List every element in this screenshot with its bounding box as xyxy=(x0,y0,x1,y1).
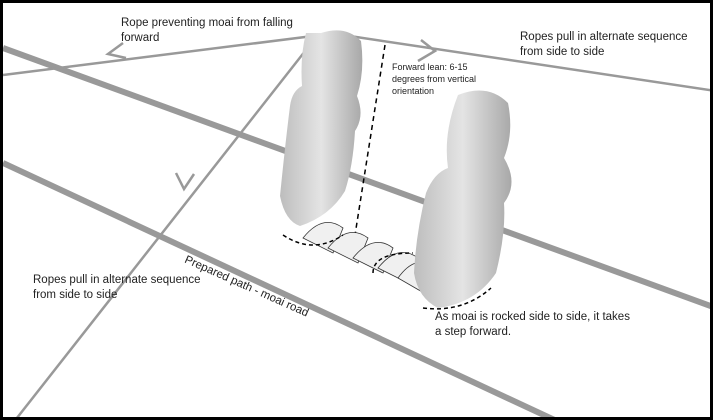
arrow-head-left xyxy=(174,172,196,192)
label-forward-lean: Forward lean: 6-15 degrees from vertical… xyxy=(392,62,477,96)
moai-back xyxy=(280,30,363,227)
arrow-head-back xyxy=(105,41,127,60)
step-dashed-arrow-1 xyxy=(282,234,344,246)
rope-left xyxy=(16,40,314,417)
label-ropes-right: Ropes pull in alternate sequence from si… xyxy=(520,31,688,58)
footprint-arcs xyxy=(302,221,435,294)
label-step-forward: As moai is rocked side to side, it takes… xyxy=(435,311,630,338)
label-rope-forward: Rope preventing moai from falling forwar… xyxy=(121,17,293,44)
step-dashed-arrow-3 xyxy=(422,287,492,310)
moai-front xyxy=(414,90,512,308)
step-dashed-arrow-2 xyxy=(372,252,414,274)
rope-right xyxy=(342,33,710,92)
diagram-graphics xyxy=(3,30,710,417)
label-ropes-left: Ropes pull in alternate sequence from si… xyxy=(33,274,201,301)
arrow-head-right xyxy=(417,39,438,63)
road-edge-upper xyxy=(3,45,710,310)
rope-back xyxy=(3,33,322,77)
road-edge-lower xyxy=(3,160,556,417)
